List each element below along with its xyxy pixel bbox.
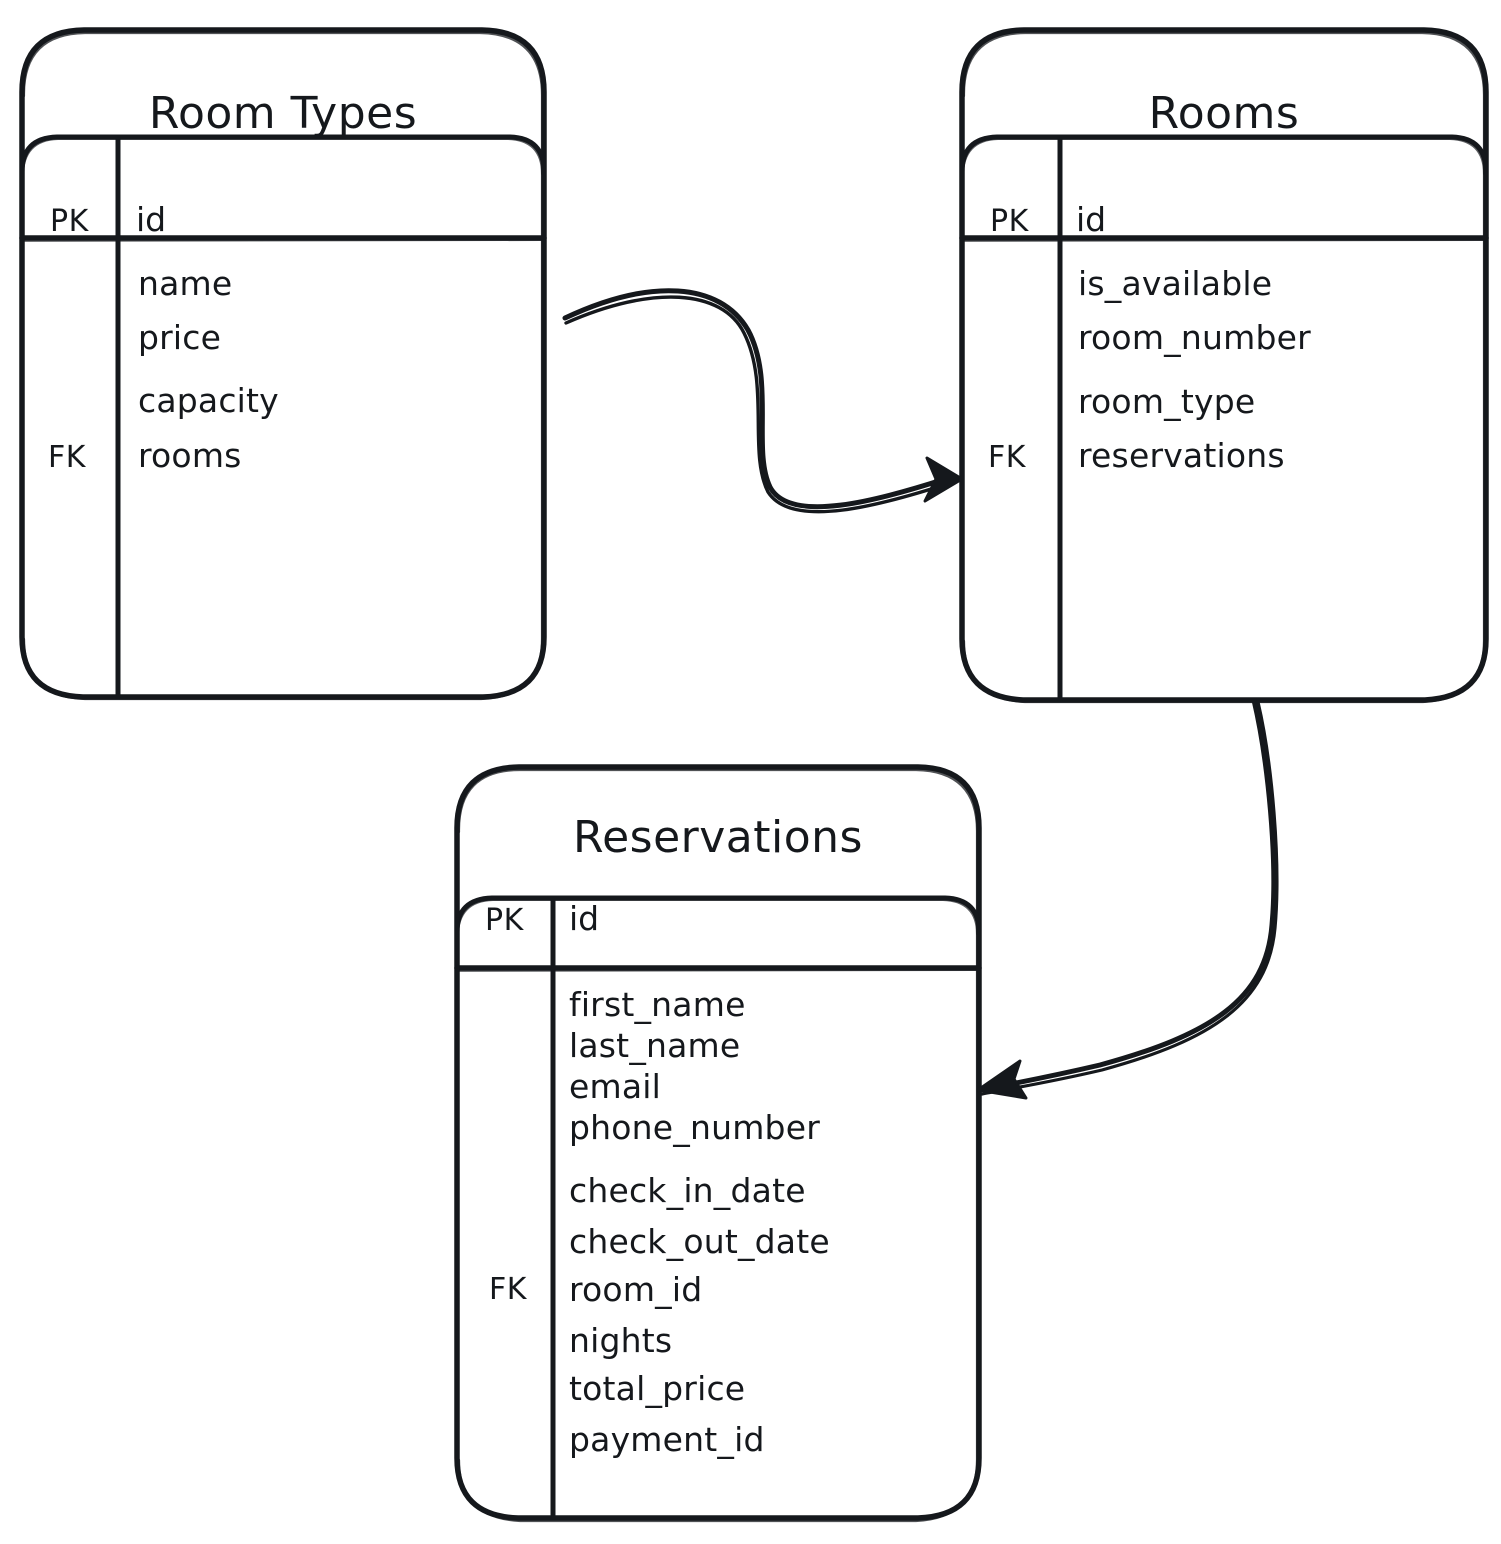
room-types-outer-border-sketch [22,31,544,701]
room-types-pk-divider-sketch [23,239,542,242]
rooms-header-capsule-sketch [962,138,1485,177]
relationship-room-types-to-rooms[interactable] [562,288,964,514]
room-types-pk-field: id [136,200,167,239]
table-reservations[interactable]: Reservations PK id FK first_name last_na… [457,767,979,1518]
table-rooms-outline[interactable] [959,27,1489,704]
reservations-field-check-out-date: check_out_date [569,1222,830,1261]
connector-2-stroke-b [980,700,1279,1096]
room-types-field-name: name [138,264,233,303]
connector-1-stroke-b [564,295,949,514]
table-reservations-title: Reservations [573,812,863,863]
rooms-pk-divider-sketch [963,239,1484,242]
reservations-header-capsule-sketch [457,899,978,937]
reservations-field-check-in-date: check_in_date [569,1171,806,1210]
rooms-outer-border-sketch [962,31,1486,704]
reservations-outer-border [454,764,982,1521]
reservations-pk-key-label: PK [485,903,524,938]
rooms-header-capsule [959,134,1489,241]
rooms-field-room-type: room_type [1078,382,1256,421]
reservations-field-last-name: last_name [569,1026,741,1065]
reservations-outer-border-sketch [457,768,979,1523]
table-rooms-title: Rooms [1148,88,1300,139]
room-types-field-rooms: rooms [138,436,242,475]
table-reservations-outline[interactable] [454,764,982,1523]
table-room-types-outline[interactable] [19,27,547,701]
reservations-field-first-name: first_name [569,985,746,1024]
room-types-field-price: price [138,318,222,357]
rooms-field-is-available: is_available [1078,264,1273,303]
reservations-field-total-price: total_price [569,1369,746,1408]
connector-1-stroke-a [562,288,948,510]
room-types-header-capsule [19,134,547,241]
rooms-field-room-number: room_number [1078,318,1311,357]
table-room-types-title: Room Types [148,88,418,139]
reservations-field-email: email [569,1067,662,1106]
room-types-header-capsule-sketch [22,138,543,177]
reservations-fk-key-label: FK [489,1272,527,1307]
reservations-header-capsule [454,895,982,971]
connector-2-arrowhead [976,1059,1028,1100]
connector-1-arrowhead [923,456,964,503]
reservations-pk-divider-sketch [458,969,977,972]
connector-2-stroke-a [977,697,1277,1093]
relationship-rooms-to-reservations[interactable] [976,697,1279,1100]
reservations-field-payment-id: payment_id [569,1420,765,1459]
rooms-pk-field: id [1076,200,1107,239]
reservations-field-room-id: room_id [569,1270,703,1309]
room-types-fk-key-label: FK [48,440,86,475]
reservations-field-nights: nights [569,1321,673,1360]
table-room-types[interactable]: Room Types PK id FK name price capacity … [22,30,544,697]
reservations-field-phone-number: phone_number [569,1108,820,1147]
room-types-field-capacity: capacity [138,381,279,420]
table-rooms[interactable]: Rooms PK id FK is_available room_number … [962,30,1486,700]
rooms-field-reservations: reservations [1078,436,1285,475]
rooms-pk-key-label: PK [990,204,1029,239]
rooms-fk-key-label: FK [988,440,1026,475]
room-types-pk-key-label: PK [50,204,89,239]
reservations-pk-field: id [569,899,600,938]
